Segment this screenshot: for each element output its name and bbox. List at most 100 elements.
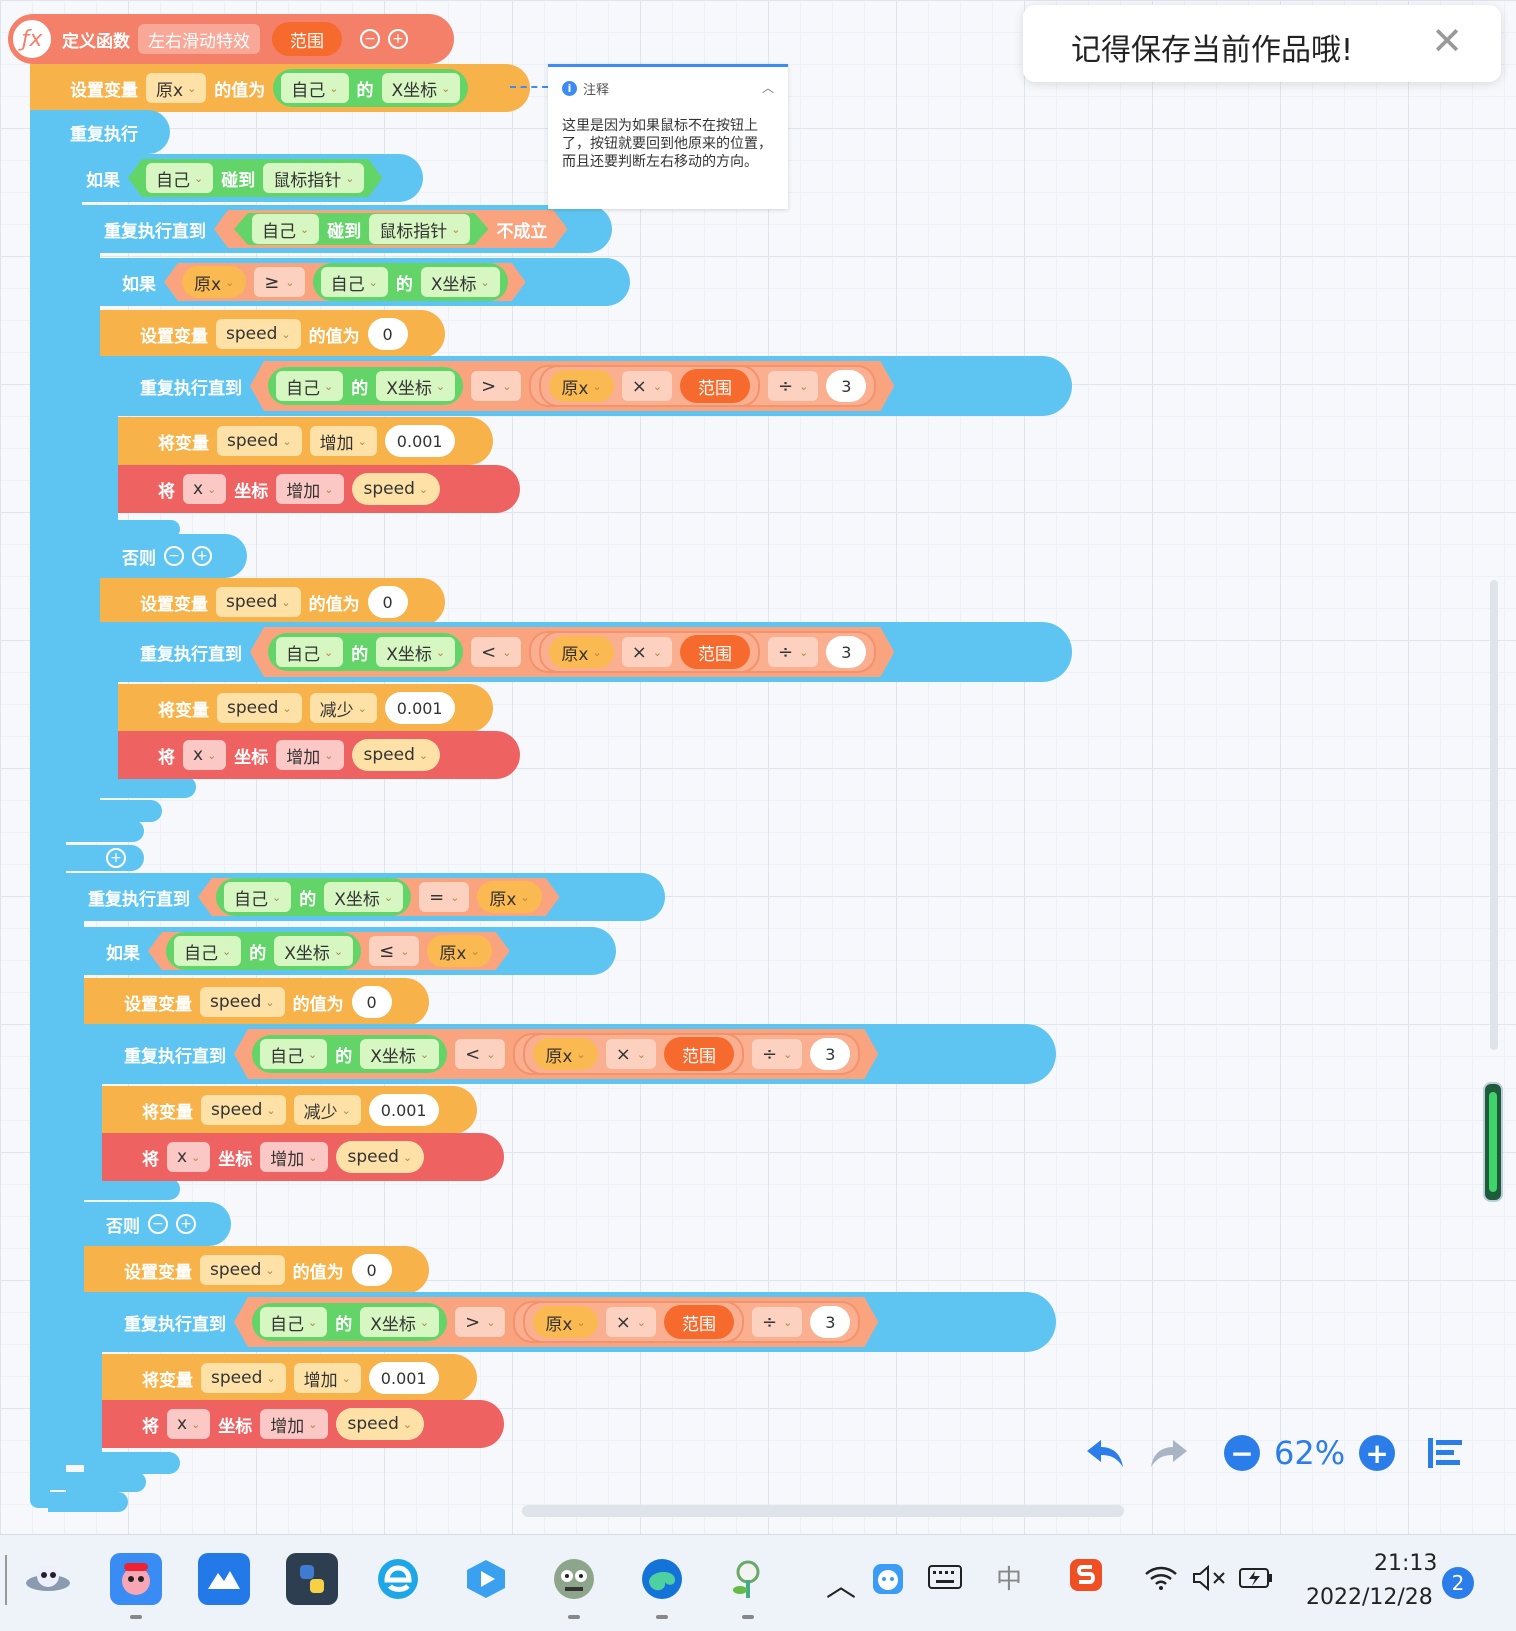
define-function-block[interactable]: ƒx 定义函数 左右滑动特效 范围 − + xyxy=(8,14,454,64)
zoom-out-button[interactable]: − xyxy=(1224,1435,1260,1471)
compare-condition[interactable]: 自己⌄ 的 X坐标⌄ =⌄ 原x⌄ xyxy=(198,878,560,916)
app-mountain-icon[interactable] xyxy=(198,1553,250,1605)
change-var-block[interactable]: 将变量 speed⌄ 减少⌄ 0.001 xyxy=(118,684,493,732)
undo-icon[interactable] xyxy=(1080,1428,1130,1478)
app-monkey-icon[interactable] xyxy=(110,1553,162,1605)
operator-select[interactable]: <⌄ xyxy=(455,1039,505,1069)
value-input[interactable]: 0 xyxy=(367,586,408,618)
else-branch[interactable]: 否则 − + xyxy=(66,1202,231,1246)
value-input[interactable]: 0 xyxy=(367,318,408,350)
function-name[interactable]: 左右滑动特效 xyxy=(138,24,260,54)
var-reporter[interactable]: 原x⌄ xyxy=(477,881,541,913)
divide-reporter[interactable]: 原x⌄ ×⌄ 范围 ÷⌄ 3 xyxy=(513,1033,860,1075)
app-zombie-icon[interactable] xyxy=(548,1553,600,1605)
change-mode-select[interactable]: 增加⌄ xyxy=(276,740,344,770)
app-play-icon[interactable] xyxy=(460,1553,512,1605)
value-input[interactable]: 0.001 xyxy=(368,1362,439,1394)
horizontal-scrollbar[interactable] xyxy=(522,1505,1124,1517)
add-branch-button[interactable]: + xyxy=(176,1214,196,1234)
axis-select[interactable]: x⌄ xyxy=(167,1409,211,1439)
divide-reporter[interactable]: 原x⌄ ×⌄ 范围 ÷⌄ 3 xyxy=(513,1301,860,1343)
keyboard-icon[interactable] xyxy=(928,1565,962,1593)
forever-spine[interactable] xyxy=(30,108,50,1508)
repeat-until-block-3[interactable]: 重复执行直到 自己⌄ 的 X坐标⌄ <⌄ 原x⌄ ×⌄ 范围 ÷⌄ 3 xyxy=(100,622,1072,682)
if-block-2[interactable]: 如果 原x⌄ ≥⌄ 自己⌄ 的 X坐标⌄ xyxy=(82,258,630,306)
code-canvas[interactable]: + ƒx 定义函数 左右滑动特效 范围 − + 设置变量 原x⌄ 的值为 自己⌄… xyxy=(0,0,1516,1534)
change-coord-block[interactable]: 将 x⌄ 坐标 增加⌄ speed⌄ xyxy=(102,1133,504,1181)
set-var-speed-block[interactable]: 设置变量 speed⌄ 的值为 0 xyxy=(84,1246,429,1294)
touching-condition[interactable]: 自己⌄ 碰到 鼠标指针⌄ xyxy=(128,159,382,197)
property-select[interactable]: X坐标⌄ xyxy=(360,1307,439,1337)
multiply-reporter[interactable]: 原x⌄ ×⌄ 范围 xyxy=(539,365,760,407)
change-var-block[interactable]: 将变量 speed⌄ 减少⌄ 0.001 xyxy=(102,1086,477,1134)
param-range[interactable]: 范围 xyxy=(664,1305,734,1339)
change-coord-block[interactable]: 将 x⌄ 坐标 增加⌄ speed⌄ xyxy=(118,465,520,513)
property-select[interactable]: X坐标⌄ xyxy=(376,371,455,401)
sprite-select[interactable]: 自己⌄ xyxy=(224,882,291,912)
collapse-chevron-icon[interactable]: ︿ xyxy=(761,81,774,95)
property-select[interactable]: X坐标⌄ xyxy=(381,73,461,103)
property-select[interactable]: X坐标⌄ xyxy=(360,1039,439,1069)
repeat-until-1-spine[interactable] xyxy=(64,200,82,830)
change-coord-block[interactable]: 将 x⌄ 坐标 增加⌄ speed⌄ xyxy=(102,1400,504,1448)
value-input[interactable]: 0 xyxy=(351,1254,392,1286)
change-mode-select[interactable]: 增加⌄ xyxy=(293,1363,361,1393)
set-var-yuanx-block[interactable]: 设置变量 原x⌄ 的值为 自己⌄ 的 X坐标⌄ xyxy=(30,64,530,112)
sprite-select[interactable]: 自己⌄ xyxy=(174,936,241,966)
change-mode-select[interactable]: 减少⌄ xyxy=(293,1095,361,1125)
add-branch-button[interactable]: + xyxy=(106,848,126,868)
operator-select[interactable]: ÷⌄ xyxy=(752,1307,802,1337)
side-scroll-handle[interactable] xyxy=(1483,1082,1503,1202)
sprite-select[interactable]: 自己⌄ xyxy=(276,637,343,667)
operator-select[interactable]: ≤⌄ xyxy=(369,936,419,966)
property-select[interactable]: X坐标⌄ xyxy=(324,882,403,912)
operator-select[interactable]: ÷⌄ xyxy=(752,1039,802,1069)
tray-overflow-icon[interactable]: ︿ xyxy=(826,1569,856,1604)
change-mode-select[interactable]: 增加⌄ xyxy=(309,426,377,456)
compare-condition[interactable]: 自己⌄ 的 X坐标⌄ >⌄ 原x⌄ ×⌄ 范围 ÷⌄ 3 xyxy=(234,1297,878,1347)
property-select[interactable]: X坐标⌄ xyxy=(421,267,500,297)
close-icon[interactable]: ✕ xyxy=(1431,19,1463,63)
operator-select[interactable]: ≥⌄ xyxy=(254,267,304,297)
app-ie-icon[interactable] xyxy=(372,1553,424,1605)
var-reporter[interactable]: speed⌄ xyxy=(335,1408,425,1440)
divide-reporter[interactable]: 原x⌄ ×⌄ 范围 ÷⌄ 3 xyxy=(529,365,876,407)
value-input[interactable]: 0.001 xyxy=(368,1094,439,1126)
operator-select[interactable]: ×⌄ xyxy=(622,371,672,401)
value-input[interactable]: 3 xyxy=(810,1038,850,1070)
change-mode-select[interactable]: 增加⌄ xyxy=(276,474,344,504)
remove-branch-button[interactable]: − xyxy=(164,546,184,566)
var-select[interactable]: speed⌄ xyxy=(200,987,285,1017)
var-select[interactable]: 原x⌄ xyxy=(146,73,207,103)
comment-text[interactable]: 这里是因为如果鼠标不在按钮上了，按钮就要回到他原来的位置，而且还要判断左右移动的… xyxy=(562,118,772,170)
ime-indicator[interactable]: 中 xyxy=(996,1565,1023,1595)
if-2-spine[interactable] xyxy=(82,250,100,800)
battery-icon[interactable] xyxy=(1238,1565,1274,1595)
tray-app-icon[interactable] xyxy=(868,1559,908,1599)
var-select[interactable]: speed⌄ xyxy=(217,426,302,456)
repeat-until-block-6[interactable]: 重复执行直到 自己⌄ 的 X坐标⌄ >⌄ 原x⌄ ×⌄ 范围 ÷⌄ 3 xyxy=(84,1292,1056,1352)
repeat-until-block-1[interactable]: 重复执行直到 自己⌄ 碰到 鼠标指针⌄ 不成立 xyxy=(64,205,612,253)
axis-select[interactable]: x⌄ xyxy=(183,474,227,504)
repeat-until-block-5[interactable]: 重复执行直到 自己⌄ 的 X坐标⌄ <⌄ 原x⌄ ×⌄ 范围 ÷⌄ 3 xyxy=(84,1024,1056,1084)
repeat-until-block-4[interactable]: 重复执行直到 自己⌄ 的 X坐标⌄ =⌄ 原x⌄ xyxy=(48,873,665,921)
vertical-scrollbar[interactable] xyxy=(1490,580,1498,1050)
operator-select[interactable]: <⌄ xyxy=(471,637,521,667)
add-param-button[interactable]: + xyxy=(388,29,408,49)
change-var-block[interactable]: 将变量 speed⌄ 增加⌄ 0.001 xyxy=(102,1354,477,1402)
if-block-1[interactable]: 如果 自己⌄ 碰到 鼠标指针⌄ xyxy=(48,154,423,202)
axis-select[interactable]: x⌄ xyxy=(183,740,227,770)
value-input[interactable]: 0.001 xyxy=(384,425,455,457)
if-3-spine[interactable] xyxy=(66,920,84,1465)
clock-time[interactable]: 21:13 xyxy=(1374,1551,1438,1576)
if-block-3[interactable]: 如果 自己⌄ 的 X坐标⌄ ≤⌄ 原x⌄ xyxy=(66,927,616,975)
change-mode-select[interactable]: 增加⌄ xyxy=(260,1142,328,1172)
operator-select[interactable]: ×⌄ xyxy=(606,1307,656,1337)
operator-select[interactable]: ÷⌄ xyxy=(768,371,818,401)
var-reporter[interactable]: speed⌄ xyxy=(351,739,441,771)
operator-select[interactable]: >⌄ xyxy=(471,371,521,401)
value-input[interactable]: 0.001 xyxy=(384,692,455,724)
var-reporter[interactable]: 原x⌄ xyxy=(427,935,491,967)
align-icon[interactable] xyxy=(1425,1433,1465,1473)
sprite-select[interactable]: 自己⌄ xyxy=(146,163,213,193)
